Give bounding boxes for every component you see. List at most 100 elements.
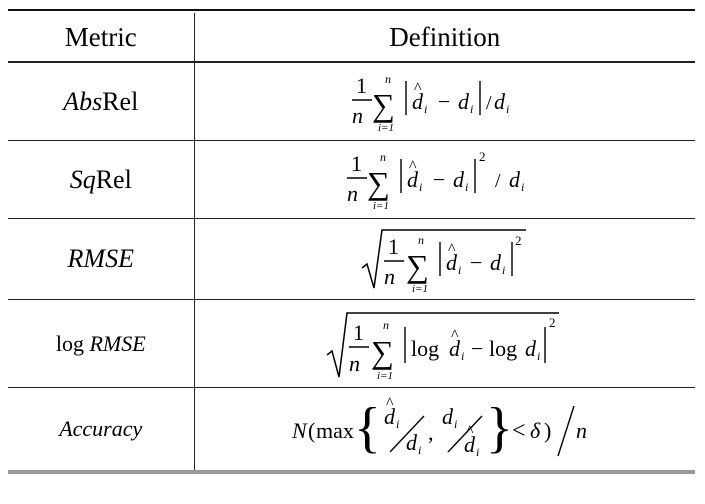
svg-text:i=1: i=1 bbox=[373, 200, 389, 212]
svg-text:i=1: i=1 bbox=[412, 283, 428, 295]
svg-text:d: d bbox=[407, 167, 419, 192]
metric-log-prefix: log bbox=[55, 330, 84, 356]
svg-text:∑: ∑ bbox=[367, 165, 390, 201]
metric-log-rmse: log RMSE bbox=[56, 331, 146, 356]
sqrt-radical bbox=[361, 229, 526, 289]
svg-text:i: i bbox=[470, 102, 473, 116]
svg-text:): ) bbox=[544, 418, 551, 443]
svg-text:1: 1 bbox=[353, 320, 364, 345]
svg-text:i: i bbox=[461, 349, 464, 363]
svg-text:,: , bbox=[428, 420, 434, 445]
svg-text:−: − bbox=[438, 89, 450, 114]
svg-text:(: ( bbox=[308, 418, 315, 443]
svg-text:^: ^ bbox=[448, 241, 456, 258]
svg-text:d: d bbox=[458, 89, 470, 114]
svg-text:n: n bbox=[347, 181, 358, 206]
svg-text:^: ^ bbox=[409, 158, 417, 175]
definition-cell-log-rmse: 1 n n ∑ i=1 log d ^ i − log d i 2 bbox=[193, 299, 695, 388]
svg-text:∑: ∑ bbox=[406, 248, 429, 284]
svg-text:−: − bbox=[471, 336, 483, 361]
svg-text:1: 1 bbox=[388, 234, 399, 259]
svg-text:i: i bbox=[458, 263, 461, 277]
svg-text:−: − bbox=[433, 167, 445, 192]
sum-lower: i=1 bbox=[378, 122, 394, 134]
sum-sign: ∑ bbox=[372, 87, 395, 123]
svg-text:i: i bbox=[418, 443, 421, 457]
table-row: AbsRel 1 n n ∑ i=1 d ^ i − d i bbox=[8, 62, 695, 141]
svg-text:i: i bbox=[454, 417, 457, 431]
svg-text:d: d bbox=[442, 404, 454, 429]
svg-text:^: ^ bbox=[414, 80, 422, 97]
svg-text:max: max bbox=[316, 418, 354, 443]
svg-text:log: log bbox=[489, 336, 517, 361]
svg-text:i: i bbox=[424, 102, 427, 116]
table-row: Accuracy N ( max { d ^ i d i , d bbox=[8, 387, 695, 474]
header-metric: Metric bbox=[8, 13, 194, 63]
svg-text:d: d bbox=[406, 430, 418, 455]
svg-text:d: d bbox=[525, 336, 537, 361]
svg-text:i: i bbox=[396, 417, 399, 431]
metric-cell-accuracy: Accuracy bbox=[8, 387, 194, 474]
svg-text:d: d bbox=[412, 89, 424, 114]
svg-text:d: d bbox=[449, 336, 461, 361]
svg-text:i: i bbox=[476, 445, 479, 459]
table-header-row: Metric Definition bbox=[8, 13, 695, 63]
svg-text:^: ^ bbox=[466, 423, 474, 440]
header-definition: Definition bbox=[193, 13, 695, 63]
exponent-two: 2 bbox=[479, 149, 486, 164]
svg-text:d: d bbox=[453, 167, 465, 192]
svg-text:δ: δ bbox=[530, 418, 541, 443]
svg-text:n: n bbox=[349, 351, 360, 376]
svg-text:/: / bbox=[486, 92, 492, 114]
metric-cell-rmse: RMSE bbox=[8, 218, 194, 300]
sum-upper: n bbox=[385, 72, 391, 86]
definition-cell-rmse: 1 n n ∑ i=1 d ^ i − d i 2 bbox=[193, 218, 695, 300]
svg-text:d: d bbox=[446, 250, 458, 275]
svg-text:<: < bbox=[512, 418, 526, 444]
svg-text:i: i bbox=[502, 263, 505, 277]
svg-text:1: 1 bbox=[351, 151, 362, 176]
formula-rmse: 1 n n ∑ i=1 d ^ i − d i 2 bbox=[361, 229, 526, 295]
svg-text:∑: ∑ bbox=[371, 334, 394, 370]
svg-text:log: log bbox=[411, 336, 439, 361]
svg-text:d: d bbox=[464, 432, 476, 457]
table-row: SqRel 1 n n ∑ i=1 d ^ i − d i bbox=[8, 140, 695, 219]
svg-text:i: i bbox=[506, 102, 509, 116]
table-top-rule bbox=[8, 9, 695, 11]
definition-cell-accuracy: N ( max { d ^ i d i , d i d bbox=[193, 387, 695, 474]
right-brace: } bbox=[486, 397, 513, 459]
svg-text:^: ^ bbox=[451, 327, 459, 344]
metric-log-suffix: RMSE bbox=[89, 330, 146, 356]
metric-rmse: RMSE bbox=[67, 244, 134, 273]
svg-text:n: n bbox=[576, 418, 587, 443]
metric-cell-sq-rel: SqRel bbox=[8, 140, 194, 219]
table-row: RMSE 1 n n ∑ i=1 d ^ i − d i bbox=[8, 218, 695, 300]
metric-accuracy: Accuracy bbox=[59, 416, 143, 441]
svg-text:N: N bbox=[291, 418, 308, 443]
svg-text:n: n bbox=[418, 233, 424, 247]
svg-text:−: − bbox=[470, 250, 482, 275]
svg-text:d: d bbox=[509, 167, 521, 192]
svg-text:n: n bbox=[383, 318, 389, 332]
frac-numerator: 1 bbox=[356, 73, 367, 98]
svg-text:^: ^ bbox=[386, 395, 394, 412]
svg-text:i: i bbox=[537, 349, 540, 363]
metric-cell-abs-rel: AbsRel bbox=[8, 62, 194, 141]
formula-sq-rel: 1 n n ∑ i=1 d ^ i − d i 2 / d bbox=[346, 149, 524, 212]
svg-text:2: 2 bbox=[515, 233, 522, 248]
definition-cell-abs-rel: 1 n n ∑ i=1 d ^ i − d i / d i bbox=[193, 62, 695, 141]
left-brace: { bbox=[354, 397, 381, 459]
svg-text:n: n bbox=[380, 150, 386, 164]
svg-text:/: / bbox=[495, 170, 501, 192]
metrics-table: Metric Definition AbsRel 1 n n ∑ i=1 d ^ bbox=[8, 13, 695, 474]
svg-text:d: d bbox=[494, 89, 506, 114]
svg-text:d: d bbox=[384, 404, 396, 429]
metric-sq-rel: SqRel bbox=[69, 164, 132, 194]
svg-text:d: d bbox=[490, 250, 502, 275]
definition-cell-sq-rel: 1 n n ∑ i=1 d ^ i − d i 2 / d bbox=[193, 140, 695, 219]
formula-abs-rel: 1 n n ∑ i=1 d ^ i − d i / d i bbox=[351, 72, 509, 134]
metric-abs-rel: AbsRel bbox=[63, 86, 139, 116]
table-row: log RMSE 1 n n ∑ i=1 log d ^ i − l bbox=[8, 299, 695, 388]
svg-text:i: i bbox=[465, 180, 468, 194]
formula-accuracy: N ( max { d ^ i d i , d i d bbox=[291, 395, 587, 459]
